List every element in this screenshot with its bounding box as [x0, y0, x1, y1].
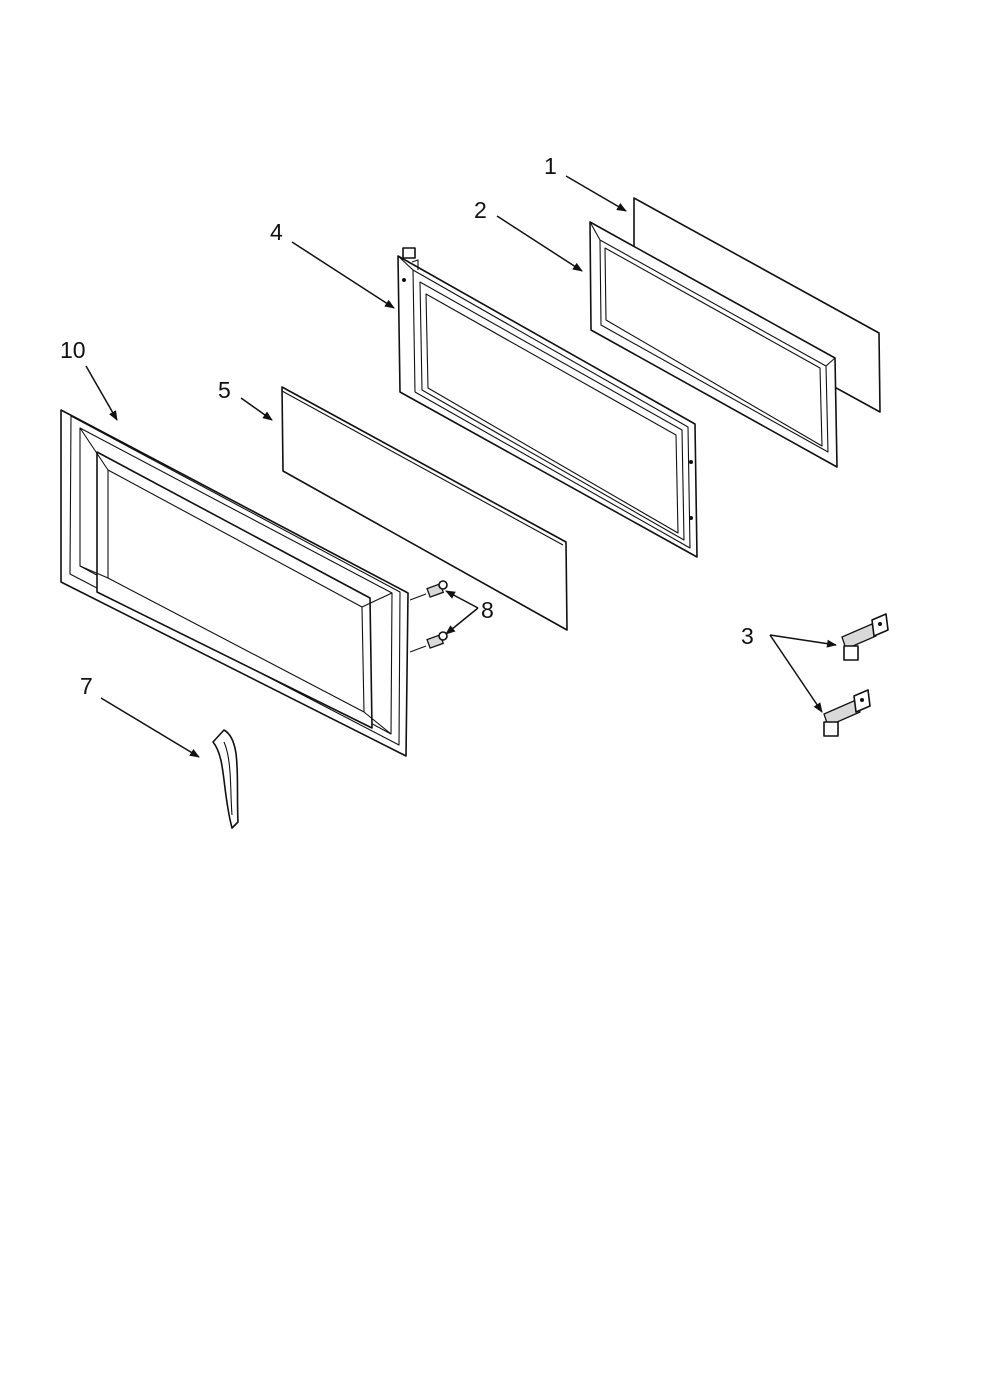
part-3-hinges: [823, 613, 889, 737]
leader-2: [496, 215, 583, 272]
callout-10: 10: [60, 337, 86, 363]
hinge-upper: [841, 613, 889, 661]
leader-3b: [769, 634, 823, 713]
leader-5: [240, 397, 273, 421]
leader-8b: [445, 607, 479, 635]
leader-8a: [445, 590, 479, 609]
callout-4: 4: [270, 219, 283, 245]
callout-7: 7: [80, 673, 93, 699]
part-5-front-glass: [281, 386, 568, 631]
part-2-door-frame: [589, 221, 838, 468]
callout-8: 8: [481, 597, 494, 623]
leader-lines: [85, 175, 837, 758]
callout-labels: 1 2 3 4 5 7 8 10: [60, 153, 754, 699]
callout-1: 1: [544, 153, 557, 179]
leader-10: [85, 365, 118, 421]
screw-lower: [409, 631, 448, 653]
part-10-door-trim: [60, 409, 409, 757]
leader-4: [291, 241, 395, 309]
part-4-inner-door: [397, 247, 698, 558]
screw-upper: [409, 580, 448, 601]
callout-5: 5: [218, 377, 231, 403]
leader-1: [565, 175, 627, 212]
hinge-lower: [823, 689, 871, 737]
part-7-handle: [212, 729, 239, 829]
leader-7: [100, 697, 200, 758]
leader-3a: [769, 634, 837, 648]
callout-3: 3: [741, 623, 754, 649]
callout-2: 2: [474, 197, 487, 223]
part-8-screws: [409, 580, 448, 653]
